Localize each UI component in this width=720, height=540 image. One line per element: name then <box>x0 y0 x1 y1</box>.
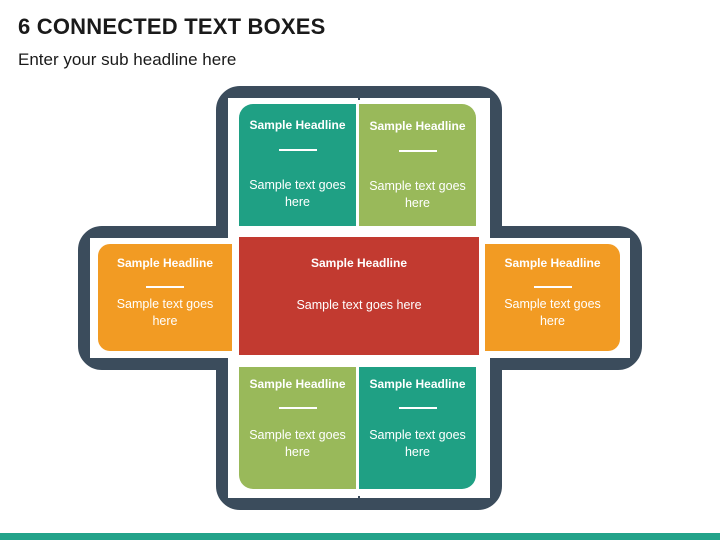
text-box-right[interactable]: Sample Headline Sample text goes here <box>485 244 620 351</box>
headline-underline <box>533 286 572 288</box>
box-headline: Sample Headline <box>249 118 346 132</box>
text-box-top-right[interactable]: Sample Headline Sample text goes here <box>359 104 476 226</box>
page-subtitle: Enter your sub headline here <box>18 50 237 69</box>
headline-underline <box>398 407 437 409</box>
headline-underline <box>278 407 317 409</box>
box-text: Sample text goes here <box>369 428 466 459</box>
text-box-bottom-right[interactable]: Sample Headline Sample text goes here <box>359 367 476 489</box>
headline-underline <box>146 286 184 288</box>
page-title: 6 CONNECTED TEXT BOXES <box>18 14 326 39</box>
footer-accent-bar <box>0 533 720 540</box>
text-box-left[interactable]: Sample Headline Sample text goes here <box>98 244 232 351</box>
bottom-divider <box>358 496 360 510</box>
box-text: Sample text goes here <box>249 178 346 209</box>
headline-underline <box>398 150 437 152</box>
top-divider <box>358 86 360 100</box>
box-text: Sample text goes here <box>296 298 422 312</box>
box-text: Sample text goes here <box>249 428 346 459</box>
text-box-center[interactable]: Sample Headline Sample text goes here <box>239 237 479 355</box>
box-text: Sample text goes here <box>369 179 466 210</box>
box-text: Sample text goes here <box>504 297 601 328</box>
box-headline: Sample Headline <box>369 377 466 391</box>
headline-underline <box>278 149 317 151</box>
box-headline: Sample Headline <box>504 256 601 270</box>
box-headline: Sample Headline <box>369 119 466 133</box>
text-box-bottom-left[interactable]: Sample Headline Sample text goes here <box>239 367 356 489</box>
box-text: Sample text goes here <box>116 297 214 328</box>
text-box-top-left[interactable]: Sample Headline Sample text goes here <box>239 104 356 226</box>
box-headline: Sample Headline <box>116 256 214 270</box>
box-headline: Sample Headline <box>249 377 346 391</box>
box-headline: Sample Headline <box>310 256 408 270</box>
